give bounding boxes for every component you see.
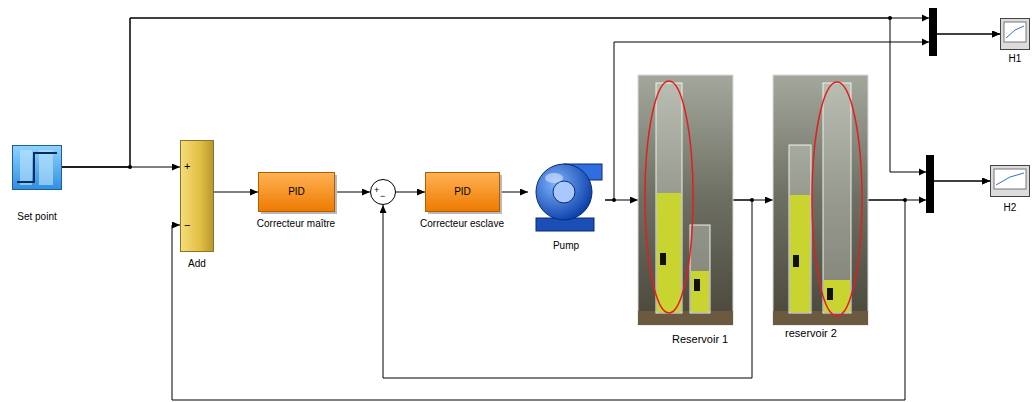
step-source-block: Set point: [12, 145, 62, 190]
block-icon: [638, 75, 733, 325]
block-label: Add: [188, 258, 206, 270]
glass-tube: [656, 83, 682, 313]
scope-block: H2: [990, 165, 1030, 197]
scope-trace: [996, 173, 1024, 185]
pid-controller: PIDCorrecteur maître: [258, 172, 335, 212]
scope-trace: [1006, 26, 1024, 38]
signal-line: [396, 192, 425, 193]
signal-line: [214, 192, 258, 193]
level-mark: [793, 255, 799, 267]
sign-label: −: [380, 191, 385, 202]
block-label: H2: [1004, 202, 1017, 214]
liquid: [657, 193, 681, 312]
glass-tube: [823, 83, 851, 313]
reservoir-photo: Reservoir 1: [638, 75, 733, 325]
branch-point: [612, 198, 616, 202]
mux-input-arrow: [922, 15, 929, 22]
add-body: [181, 141, 214, 252]
sum-block: +−Add: [180, 140, 214, 252]
mux-input-arrow: [919, 169, 926, 176]
photo-base: [638, 311, 733, 325]
pump-block: Pump: [528, 150, 605, 235]
block-label: Pump: [553, 240, 579, 252]
step-curve: [17, 153, 57, 182]
scope-drawing: [1001, 19, 1030, 50]
glass-tube: [690, 225, 710, 313]
mux-bar: [929, 8, 937, 56]
block-icon: [1000, 18, 1030, 50]
pump-highlight: [545, 173, 563, 183]
mux-input-arrow: [922, 39, 929, 46]
branch-point: [903, 198, 907, 202]
sign-label: −: [184, 219, 190, 232]
liquid: [691, 271, 709, 312]
source-band: [20, 150, 32, 185]
highlight-ellipse: [645, 81, 693, 313]
scope-body: [1001, 19, 1030, 50]
source-band: [39, 150, 53, 185]
sum-junction: +−: [370, 179, 396, 205]
signal-line: [383, 200, 752, 378]
level-mark: [694, 279, 700, 291]
block-label: Set point: [17, 211, 56, 223]
block-icon: [773, 75, 868, 325]
photo-background: [773, 75, 868, 325]
scope-block: H1: [1000, 18, 1030, 50]
block-label: Correcteur esclave: [420, 218, 504, 230]
source-body: [13, 146, 62, 190]
block-text: PID: [454, 186, 471, 198]
level-mark: [827, 288, 833, 300]
signal-line: [500, 192, 528, 193]
branch-point: [750, 198, 754, 202]
res1-drawing: [638, 75, 733, 325]
setpoint-drawing: [13, 146, 62, 190]
photo-background: [638, 75, 733, 325]
mux-input-arrow: [919, 197, 926, 204]
pid-body: [426, 173, 500, 212]
pump-volute: [536, 164, 592, 220]
sign-label: +: [184, 160, 190, 173]
liquid: [790, 195, 810, 312]
sum-circle: [371, 180, 396, 205]
block-icon: [12, 145, 62, 190]
level-mark: [660, 253, 666, 265]
block-icon: [528, 150, 605, 235]
branch-point: [128, 165, 132, 169]
scope-drawing: [991, 166, 1030, 197]
reservoir-photo: reservoir 2: [773, 75, 868, 325]
glass-tube: [789, 145, 811, 313]
pid-controller: PIDCorrecteur esclave: [425, 172, 500, 212]
block-text: PID: [288, 186, 305, 198]
pump-hub: [553, 181, 575, 203]
sum-drawing: [371, 180, 396, 205]
highlight-ellipse: [812, 82, 862, 316]
add-drawing: [181, 141, 214, 252]
block-label: reservoir 2: [785, 327, 837, 340]
res2-drawing: [773, 75, 868, 325]
pid-drawing: [259, 173, 338, 215]
branch-point: [888, 16, 892, 20]
signal-line: [335, 192, 370, 193]
pump-drawing: [536, 164, 602, 231]
pid-body: [259, 173, 335, 212]
pid-drawing: [426, 173, 503, 215]
block-icon: [180, 140, 214, 252]
photo-base: [773, 311, 868, 325]
scope-screen: [994, 169, 1026, 189]
sign-label: +: [374, 185, 379, 196]
block-label: H1: [1009, 53, 1022, 65]
scope-body: [991, 166, 1030, 197]
block-icon: [990, 165, 1030, 197]
block-label: Correcteur maître: [257, 218, 335, 230]
block-label: Reservoir 1: [672, 333, 728, 346]
mux-bar: [926, 155, 934, 213]
scope-screen: [1004, 22, 1026, 42]
